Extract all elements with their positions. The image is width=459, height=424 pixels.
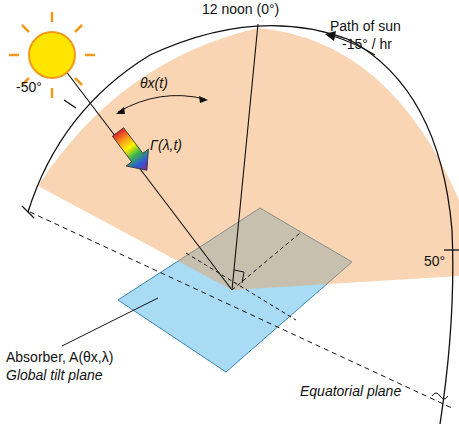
text-label: Γ(λ,t) <box>150 138 182 153</box>
text-label: -15° / hr <box>342 37 392 52</box>
noon-line <box>232 24 258 290</box>
tick-minus-50 <box>64 100 76 108</box>
sun-sweep-fan <box>38 28 459 290</box>
text-label: 12 noon (0°) <box>200 2 281 17</box>
text-label: 50° <box>424 254 445 269</box>
absorber-axis <box>186 253 296 320</box>
text-label: -50° <box>16 80 42 95</box>
arc-end-tick <box>22 206 34 218</box>
text-label: θx(t) <box>140 76 168 91</box>
text-label: Absorber, A(θx,λ) <box>6 350 113 365</box>
text-label: Global tilt plane <box>6 368 103 383</box>
sun-symbol <box>9 12 95 98</box>
absorber-axis <box>232 233 300 290</box>
text-label: Equatorial plane <box>300 384 401 399</box>
sun-ray-line <box>62 66 232 290</box>
text-label: Path of sun <box>330 19 401 34</box>
equatorial-break <box>432 393 448 399</box>
absorber-leader <box>62 298 158 346</box>
tick-50 <box>444 249 459 250</box>
